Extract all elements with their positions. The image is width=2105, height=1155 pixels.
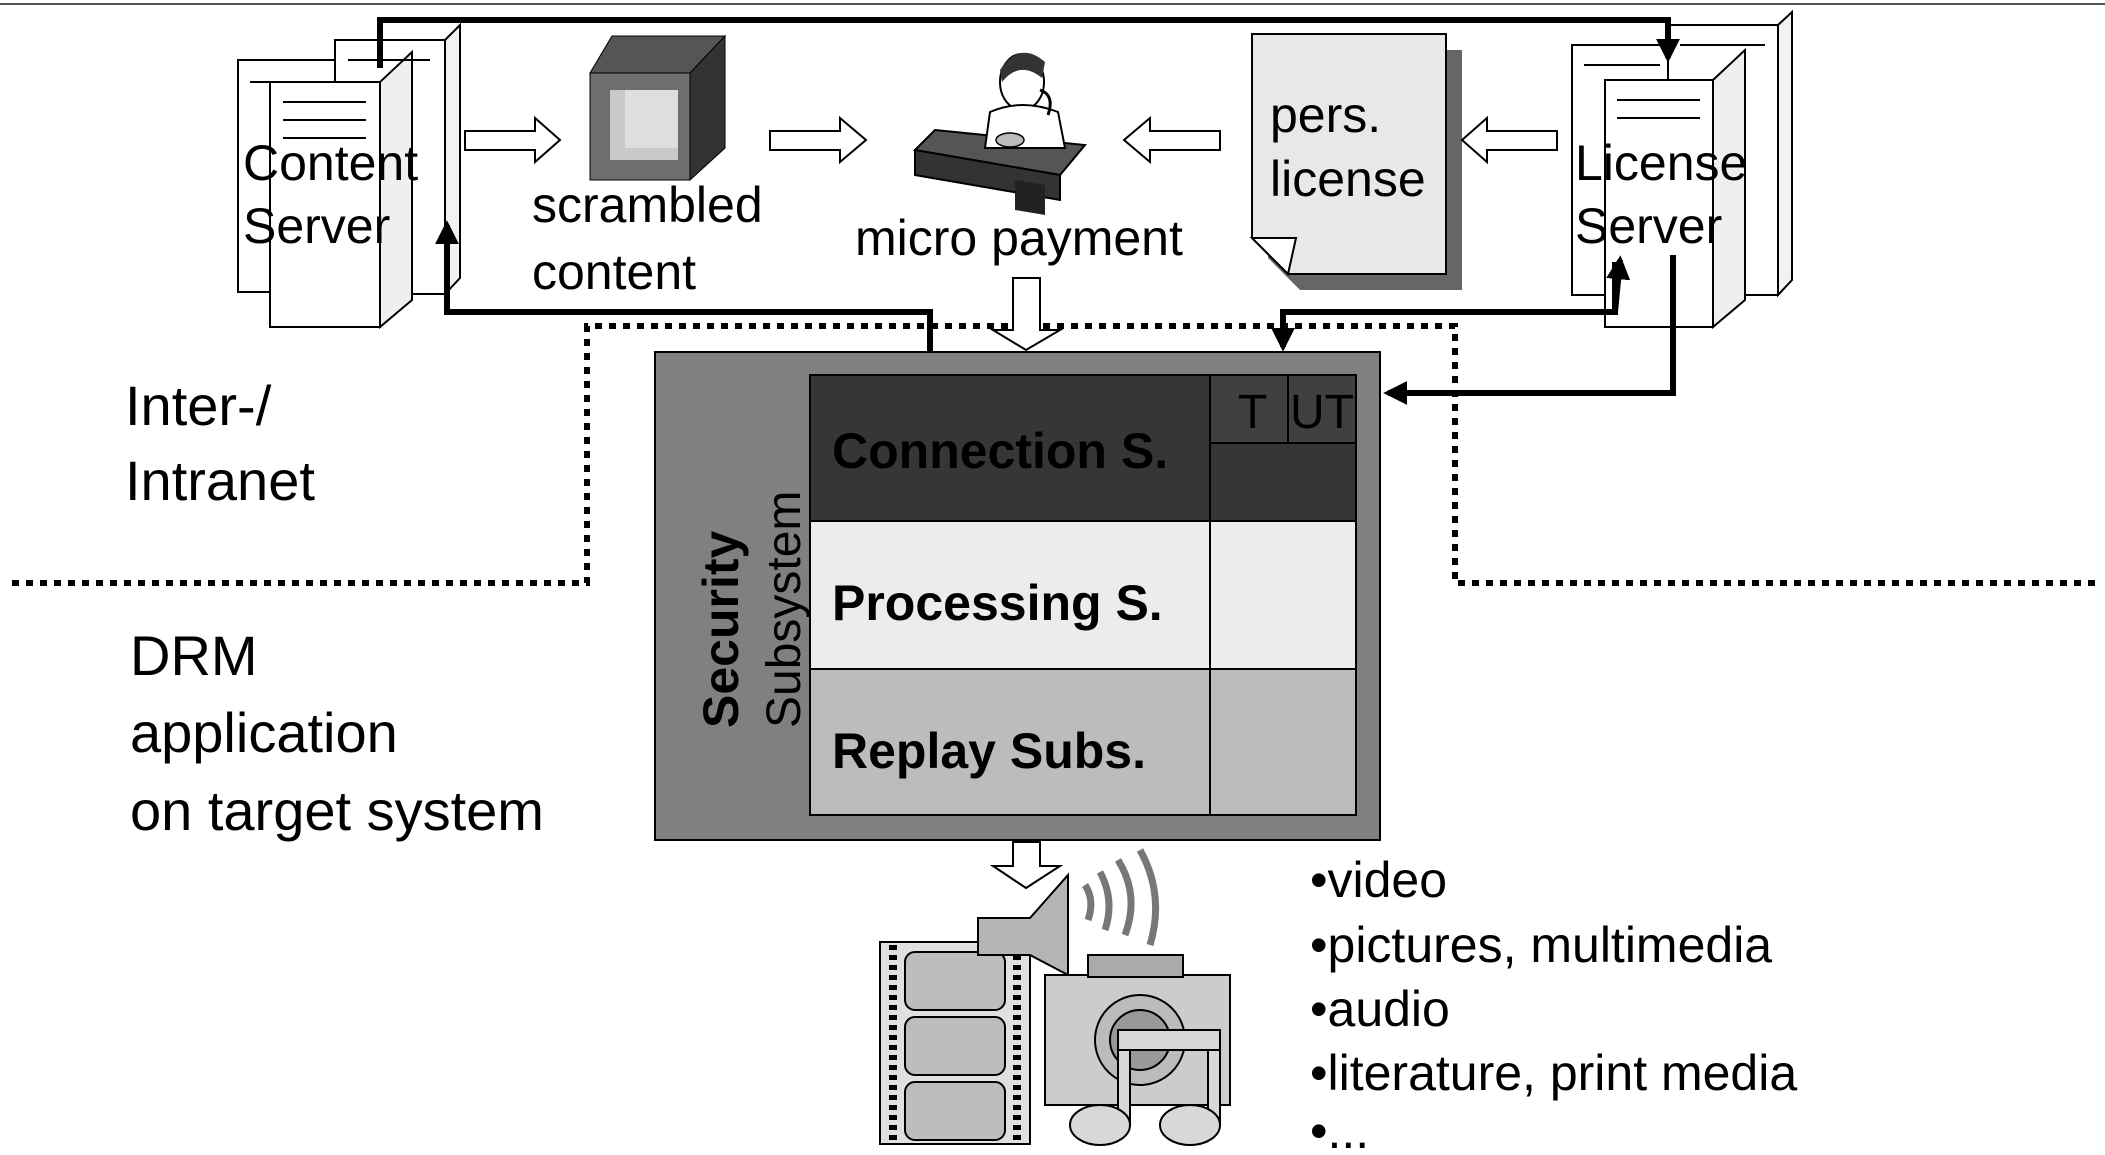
flow-arrow-payment-to-security [989,277,1064,352]
scrambled-content-icon [589,34,727,182]
replay-subsystem-label: Replay Subs. [832,723,1146,779]
inter-intranet-label-1: Inter-/ [125,374,272,437]
film-strip-icon [879,941,1031,1145]
media-list-item: •pictures, multimedia [1310,917,1772,973]
drm-label-2: application [130,701,398,764]
micro-payment-label: micro payment [855,210,1183,266]
flow-arrow-to-payment [769,115,868,165]
media-list-item: •... [1310,1103,1369,1155]
license-server-icon [1571,9,1793,330]
connector-security-to-content [435,220,933,352]
security-title: Security [693,530,749,728]
media-list-item: •literature, print media [1310,1045,1797,1101]
content-server-label-2: Server [243,198,390,254]
flow-arrow-license-to-payment [1122,115,1221,165]
license-document-icon [1249,33,1462,290]
micro-payment-person-icon [912,52,1087,215]
license-server-label-1: License [1575,135,1747,191]
connector-content-to-license [377,17,1680,68]
tag-cell-ut [1287,374,1357,444]
license-server-label-2: Server [1575,198,1722,254]
drm-label-3: on target system [130,779,544,842]
music-note-icon [1069,1029,1221,1146]
pers-license-label-1: pers. [1270,87,1381,143]
flow-arrow-server-to-license [1460,115,1558,165]
connector-license-to-tags [1383,255,1676,405]
connector-license-server-up [1606,255,1631,313]
scrambled-content-label-2: content [532,244,696,300]
media-list-item: •video [1310,852,1447,908]
row-replay-bg [809,668,1357,816]
tag-t-label: T [1238,386,1267,439]
flow-arrow-security-to-media [989,841,1064,890]
security-subtitle: Subsystem [758,491,811,728]
media-icons-group [879,848,1231,1146]
media-type-list: •video •pictures, multimedia •audio •lit… [1310,852,1797,1155]
tag-ut-label: UT [1290,386,1354,439]
subsystem-table [809,374,1357,816]
scrambled-content-label-1: scrambled [532,177,763,233]
media-list-item: •audio [1310,981,1450,1037]
connection-subsystem-label: Connection S. [832,423,1168,479]
drm-label-1: DRM [130,624,258,687]
flow-arrow-to-scrambled [464,115,562,165]
content-server-label-1: Content [243,135,418,191]
pers-license-label-2: license [1270,151,1426,207]
row-processing-bg [809,520,1357,670]
inter-intranet-label-2: Intranet [125,449,315,512]
processing-subsystem-label: Processing S. [832,575,1163,631]
